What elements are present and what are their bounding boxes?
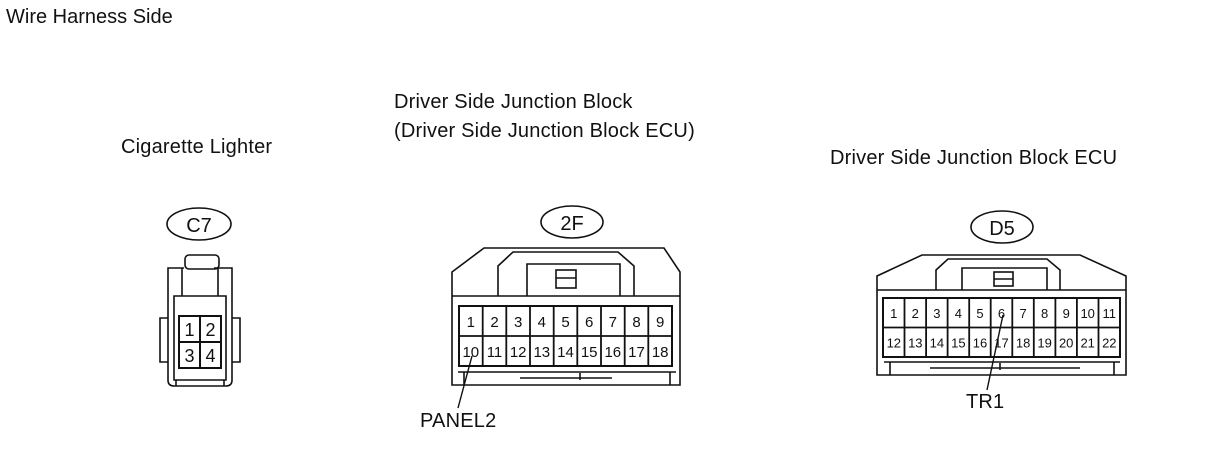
2f-title-line1: Driver Side Junction Block — [394, 91, 633, 113]
d5-code-bubble — [970, 210, 1034, 244]
d5-pin-5: 5 — [976, 306, 983, 321]
2f-pin-18: 18 — [652, 344, 669, 361]
d5-pin-6: 6 — [998, 306, 1005, 321]
c7-pin-2: 2 — [205, 320, 215, 340]
c7-pin-3: 3 — [184, 346, 194, 366]
tr1-callout-label: TR1 — [966, 391, 1005, 413]
d5-pin-13: 13 — [908, 336, 922, 351]
connector-2f — [451, 205, 681, 409]
d5-pin-7: 7 — [1019, 306, 1026, 321]
d5-pin-20: 20 — [1059, 336, 1073, 351]
2f-title-line2: (Driver Side Junction Block ECU) — [394, 120, 695, 142]
c7-code-label: C7 — [186, 215, 212, 237]
d5-pin-8: 8 — [1041, 306, 1048, 321]
d5-pin-22: 22 — [1102, 336, 1116, 351]
d5-pin-19: 19 — [1037, 336, 1051, 351]
d5-pin-1: 1 — [890, 306, 897, 321]
2f-pin-9: 9 — [656, 314, 664, 331]
d5-pins: D5 1 2 3 4 5 6 7 8 9 10 11 12 13 14 15 1… — [887, 218, 1117, 351]
2f-pin-17: 17 — [628, 344, 645, 361]
d5-pin-9: 9 — [1063, 306, 1070, 321]
d5-pin-16: 16 — [973, 336, 987, 351]
c7-title: Cigarette Lighter — [121, 136, 273, 158]
2f-pin-15: 15 — [581, 344, 598, 361]
d5-pin-4: 4 — [955, 306, 962, 321]
d5-pin-2: 2 — [912, 306, 919, 321]
c7-pin-1: 1 — [184, 320, 194, 340]
panel2-callout-label: PANEL2 — [420, 410, 497, 432]
page-title: Wire Harness Side — [6, 6, 173, 28]
2f-pin-11: 11 — [487, 344, 503, 361]
d5-pin-15: 15 — [951, 336, 965, 351]
2f-pin-7: 7 — [609, 314, 617, 331]
2f-pin-5: 5 — [561, 314, 569, 331]
d5-pin-3: 3 — [933, 306, 940, 321]
d5-pin-18: 18 — [1016, 336, 1030, 351]
d5-pin-17: 17 — [994, 336, 1008, 351]
d5-pin-14: 14 — [930, 336, 944, 351]
2f-pins: 2F 1 2 3 4 5 6 7 8 9 10 11 12 13 14 15 1… — [462, 213, 668, 361]
2f-pin-2: 2 — [490, 314, 498, 331]
d5-title: Driver Side Junction Block ECU — [830, 147, 1118, 169]
2f-pin-3: 3 — [514, 314, 522, 331]
d5-pin-11: 11 — [1103, 306, 1117, 321]
d5-pin-12: 12 — [887, 336, 901, 351]
c7-code-bubble — [166, 207, 232, 241]
2f-pin-14: 14 — [557, 344, 574, 361]
2f-pin-13: 13 — [533, 344, 550, 361]
c7-pins: C7 1 2 3 4 — [184, 215, 215, 366]
2f-code-label: 2F — [560, 213, 583, 235]
2f-pin-12: 12 — [510, 344, 527, 361]
connector-c7 — [159, 207, 241, 387]
2f-pin-8: 8 — [632, 314, 640, 331]
d5-code-label: D5 — [989, 218, 1015, 240]
connector-d5 — [876, 210, 1127, 391]
2f-pin-10: 10 — [462, 344, 479, 361]
c7-pin-4: 4 — [205, 346, 215, 366]
d5-pin-21: 21 — [1080, 336, 1094, 351]
2f-pin-1: 1 — [467, 314, 475, 331]
2f-code-bubble — [540, 205, 604, 239]
2f-pin-16: 16 — [604, 344, 621, 361]
2f-pin-6: 6 — [585, 314, 593, 331]
2f-pin-4: 4 — [538, 314, 546, 331]
d5-pin-10: 10 — [1080, 306, 1094, 321]
